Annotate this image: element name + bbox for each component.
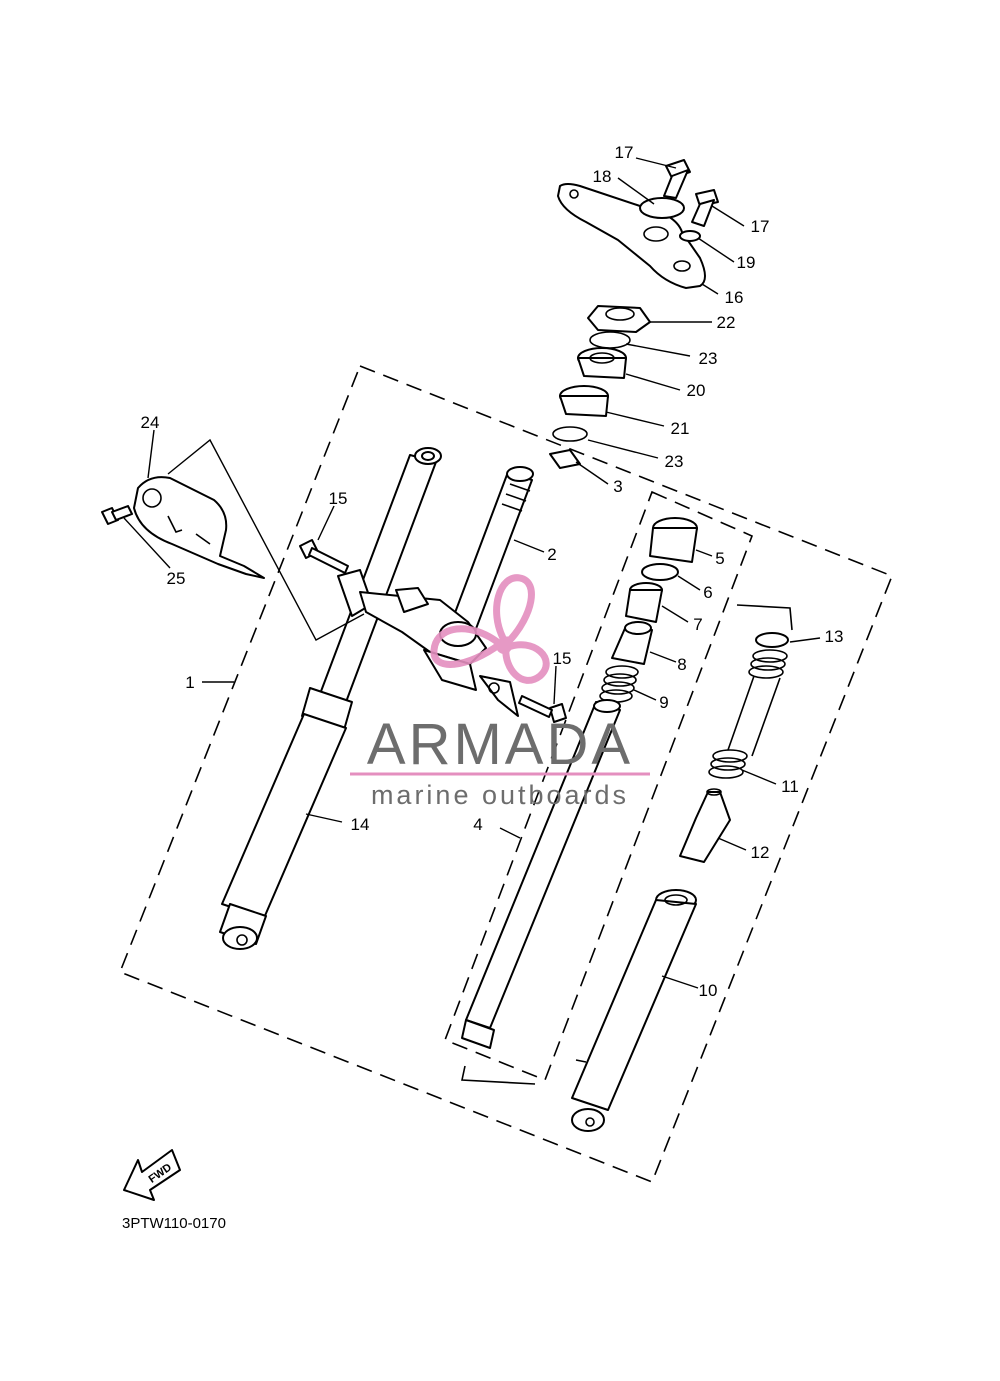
- watermark-brand: ARMADA: [367, 712, 633, 777]
- leader-lines: [123, 157, 821, 989]
- callout-21: 21: [671, 419, 690, 438]
- callout-17: 17: [751, 217, 770, 236]
- armada-logo-mark: [430, 574, 550, 684]
- part-6-washer: [641, 563, 679, 581]
- callout-2: 2: [547, 545, 556, 564]
- callout-10: 10: [699, 981, 718, 1000]
- part-3-ball-race: [549, 449, 581, 469]
- part-7-collar: [625, 582, 663, 623]
- part-15-bolt-upper: [299, 539, 349, 574]
- callout-23: 23: [699, 349, 718, 368]
- callout-14: 14: [351, 815, 370, 834]
- callout-20: 20: [687, 381, 706, 400]
- part-5-cap: [649, 517, 698, 563]
- callout-15: 15: [553, 649, 572, 668]
- part-24-triangle-lead: [167, 438, 365, 641]
- part-15-bolt-lower: [518, 695, 567, 723]
- part-10-outer-tube: [571, 889, 697, 1132]
- callout-13: 13: [825, 627, 844, 646]
- part-25-bolt: [101, 505, 133, 525]
- part-13-seal: [755, 632, 789, 648]
- part-12-tapered-spindle: [679, 788, 731, 863]
- assembly-4-bracket: [461, 1065, 536, 1085]
- part-4-damper-rod: [461, 699, 621, 1049]
- part-16-top-bracket: [557, 183, 706, 289]
- part-9-spring: [599, 665, 639, 703]
- part-18-washer: [639, 197, 685, 219]
- callout-12: 12: [751, 843, 770, 862]
- part-8-spacer: [611, 621, 653, 665]
- callout-19: 19: [737, 253, 756, 272]
- part-14-outer-tube: [219, 447, 442, 950]
- callout-9: 9: [659, 693, 668, 712]
- callout-6: 6: [703, 583, 712, 602]
- drawing-code: 3PTW110-0170: [122, 1215, 226, 1232]
- callout-5: 5: [715, 549, 724, 568]
- callout-22: 22: [717, 313, 736, 332]
- part-22-ring-nut: [587, 305, 651, 333]
- part-19-washer: [679, 230, 701, 242]
- callout-labels: 17 18 17 19 16 22 23 20 21 23 3 2 5 6 7 …: [141, 143, 844, 1000]
- callout-3: 3: [613, 477, 622, 496]
- callout-4: 4: [473, 815, 482, 834]
- callout-23: 23: [665, 452, 684, 471]
- callout-25: 25: [167, 569, 186, 588]
- part-23-lock-washer-lower: [552, 426, 588, 442]
- watermark-tagline: marine outboards: [371, 780, 629, 810]
- part-11-spring: [708, 649, 788, 779]
- callout-17: 17: [615, 143, 634, 162]
- part-24-bracket-plate: [133, 476, 265, 579]
- part-21-ball-race: [559, 385, 609, 417]
- callout-15: 15: [329, 489, 348, 508]
- callout-18: 18: [593, 167, 612, 186]
- part-20-bearing-cover: [577, 347, 627, 379]
- callout-11: 11: [781, 777, 799, 796]
- callout-8: 8: [677, 655, 686, 674]
- assembly-1-boundary: [118, 364, 894, 1184]
- callout-24: 24: [141, 413, 160, 432]
- callout-1: 1: [185, 673, 194, 692]
- part-17-bolt-right: [691, 189, 719, 227]
- callout-7: 7: [693, 615, 702, 634]
- fwd-arrow-icon: FWD: [123, 1149, 181, 1201]
- part-23-lock-washer-upper: [589, 331, 631, 349]
- callout-16: 16: [725, 288, 744, 307]
- assembly-13-bracket: [736, 604, 793, 631]
- part-17-bolt-left: [663, 159, 691, 199]
